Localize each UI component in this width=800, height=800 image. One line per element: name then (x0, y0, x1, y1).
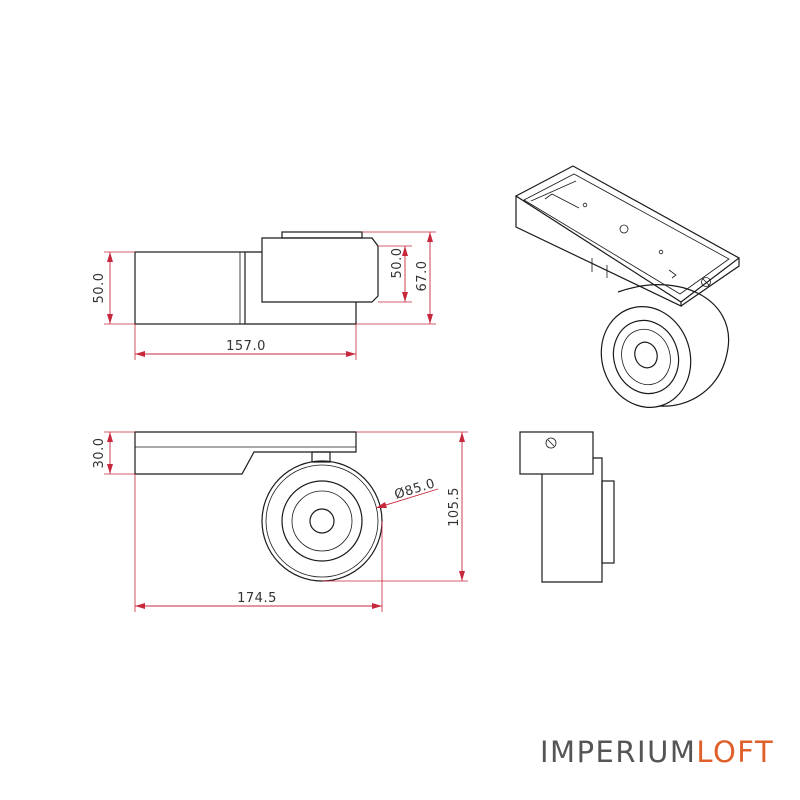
dim-track-height: 30.0 (92, 438, 107, 469)
dim-width-top: 157.0 (226, 339, 266, 354)
front-view (134, 431, 383, 582)
iso-adapter-inner (523, 173, 730, 295)
dim-width-front: 174.5 (237, 591, 277, 606)
front-view-lens-center (309, 508, 335, 534)
isometric-view (514, 165, 741, 408)
front-view-lens-outer (261, 460, 383, 582)
iso-hole-center (619, 224, 629, 234)
iso-hole-right (658, 249, 664, 255)
top-view-dimensions: 50.0 157.0 50.0 67.0 (92, 231, 436, 360)
dim-front-height: 105.5 (447, 487, 462, 527)
front-view-dimensions: 30.0 174.5 Ø85.0 105.5 (92, 431, 468, 612)
dim-height-left: 50.0 (92, 273, 107, 304)
imperiumloft-logo: IMPERIUMLOFT (540, 732, 774, 772)
iso-lens-inner-ring (621, 328, 671, 386)
iso-lens-ring (612, 319, 680, 395)
iso-lens-outer (600, 306, 692, 408)
side-view-screw-icon (545, 437, 557, 449)
iso-adapter-front (515, 196, 682, 307)
top-view-head-cap (281, 231, 363, 239)
iso-head-back (617, 284, 730, 407)
front-view-track (134, 431, 357, 475)
dim-height-head: 50.0 (390, 248, 405, 279)
dim-leader-diameter (375, 488, 439, 509)
iso-adapter-side (680, 258, 740, 307)
side-view (519, 431, 615, 583)
iso-hole-left (582, 202, 588, 208)
logo-text-loft: LOFT (696, 735, 775, 769)
top-view-head (261, 237, 379, 303)
dim-height-total: 67.0 (415, 261, 430, 292)
side-view-lens-plate (601, 480, 615, 564)
iso-lens-center (634, 341, 658, 369)
front-view-stem (311, 451, 331, 463)
side-view-adapter (519, 431, 594, 475)
top-view (134, 231, 379, 325)
side-view-head (541, 457, 603, 583)
dim-lens-diameter: Ø85.0 (393, 476, 437, 503)
front-view-lens-inner (291, 490, 353, 552)
iso-screw-icon (701, 277, 711, 287)
top-view-body (134, 251, 246, 325)
front-view-lens-ring (281, 480, 363, 562)
logo-text-imperium: IMPERIUM (540, 735, 697, 769)
